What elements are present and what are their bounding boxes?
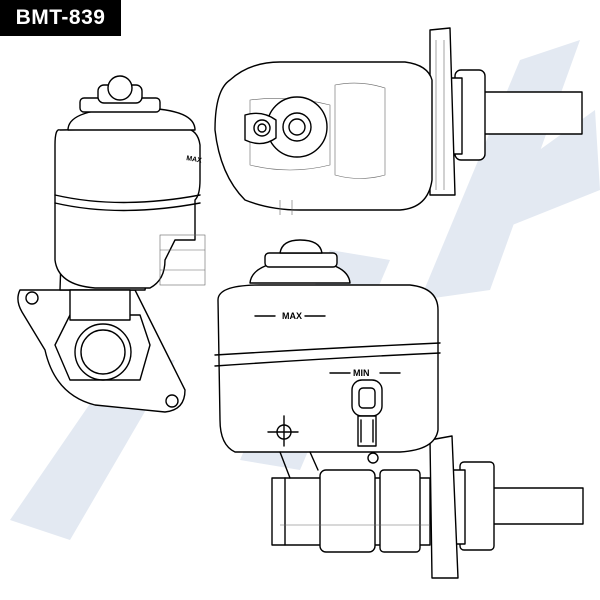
bore-ring	[74, 323, 132, 381]
flange-top	[429, 27, 456, 196]
pushrod-top	[479, 91, 583, 135]
part-number-badge: BMT-839	[0, 0, 121, 36]
top-view	[214, 27, 583, 215]
reservoir-side	[54, 127, 201, 289]
max-label: MAX	[282, 311, 302, 321]
pushrod-front	[487, 487, 584, 525]
flange-hole-right	[165, 394, 179, 408]
reservoir-cap-front	[279, 239, 323, 254]
min-label: MIN	[353, 368, 370, 378]
flange-hole-left	[25, 291, 39, 305]
flange-front	[429, 435, 459, 579]
front-view: MAX MIN	[214, 239, 584, 579]
svg-text:MAX: MAX	[186, 155, 203, 165]
left-view: MAX	[17, 75, 206, 413]
reservoir-front	[217, 284, 439, 453]
